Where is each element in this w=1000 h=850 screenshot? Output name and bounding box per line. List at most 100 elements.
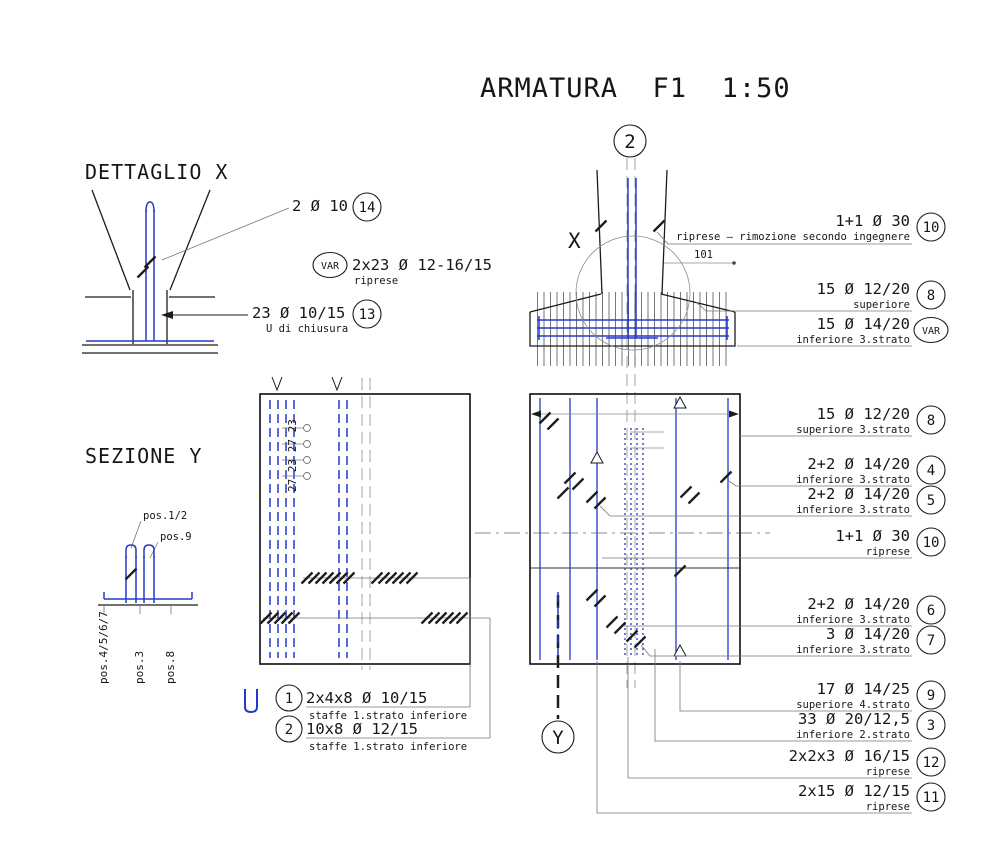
position-bubble	[916, 455, 946, 485]
position-bubble-number: 6	[927, 603, 935, 619]
level-triangle-marker	[590, 450, 604, 464]
plan-view-left: 27 23 27 23	[259, 376, 491, 738]
position-bubble	[916, 405, 946, 435]
position-bubble-number: 10	[923, 535, 940, 551]
callout-value: 2+2 Ø 14/20	[807, 595, 910, 613]
callout-value: 2 Ø 10	[292, 197, 348, 215]
pos-4567-label: pos.4/5/6/7	[97, 611, 110, 684]
position-bubble	[916, 485, 946, 515]
section-2-label: 2	[624, 131, 635, 153]
position-bubble	[352, 299, 382, 329]
callout-subtitle: staffe 1.strato inferiore	[309, 741, 467, 753]
callout-value: 10x8 Ø 12/15	[306, 720, 418, 738]
center-axis-lines	[475, 158, 770, 688]
callout-subtitle: inferiore 3.strato	[796, 334, 910, 346]
position-bubble	[916, 527, 946, 557]
callout-value: 2x4x8 Ø 10/15	[306, 689, 427, 707]
callout-subtitle: U di chiusura	[266, 323, 348, 335]
callout-right-11: 2x2x3 Ø 16/15 riprese 12	[789, 747, 946, 778]
callout-right-1: 15 Ø 12/20 superiore 8	[817, 280, 946, 311]
callout-right-6: 1+1 Ø 30 riprese 10	[835, 527, 946, 558]
rebar-section-ticks	[594, 219, 666, 233]
position-bubble-var	[913, 316, 949, 344]
detail-x-view	[82, 189, 218, 354]
position-bubble-var	[312, 251, 348, 279]
dim-stack: 27 23 27 23	[282, 419, 311, 492]
callout-subtitle: inferiore 3.strato	[796, 614, 910, 626]
callout-subtitle: staffe 1.strato inferiore	[309, 710, 467, 722]
position-bubble-number: VAR	[321, 261, 340, 272]
callout-subtitle: inferiore 3.strato	[796, 644, 910, 656]
position-bubble-number: 8	[927, 288, 935, 304]
position-bubble-number: 3	[927, 718, 935, 734]
x-detail-marker: X	[568, 229, 581, 253]
elevation-view	[529, 169, 736, 366]
callout-value: 23 Ø 10/15	[252, 304, 345, 322]
position-bubble-number: 2	[285, 722, 293, 738]
callout-bottom-1: 2 10x8 Ø 12/15 staffe 1.strato inferiore	[275, 715, 490, 753]
pos-8-label: pos.8	[164, 651, 177, 684]
pos-1-2-label: pos.1/2	[143, 510, 187, 522]
callout-right-12: 2x15 Ø 12/15 riprese 11	[798, 782, 946, 813]
callout-left-1: VAR 2x23 Ø 12-16/15 riprese	[312, 251, 492, 287]
callout-value: 15 Ø 12/20	[817, 405, 910, 423]
section-cut-y: Y	[541, 595, 575, 754]
section-y-view: pos.1/2 pos.9 pos.4/5/6/7 pos.3 pos.8	[97, 510, 198, 684]
callout-left-0: 2 Ø 10 14	[161, 192, 382, 261]
callout-value: 33 Ø 20/12,5	[798, 710, 910, 728]
right-callout-leaders	[596, 231, 912, 814]
level-triangle-marker	[673, 395, 687, 409]
callout-value: 2x15 Ø 12/15	[798, 782, 910, 800]
callout-subtitle: superiore 4.strato	[796, 699, 910, 711]
callout-right-0: 1+1 Ø 30 riprese – rimozione secondo ing…	[676, 212, 946, 243]
callout-subtitle: inferiore 3.strato	[796, 474, 910, 486]
dim-101: 101	[663, 249, 736, 265]
detail-x-reference-circle	[575, 235, 691, 351]
callout-bottom-0: 1 2x4x8 Ø 10/15 staffe 1.strato inferior…	[275, 684, 470, 722]
position-bubble-number: VAR	[922, 326, 941, 337]
callout-subtitle: riprese	[866, 546, 910, 558]
callout-value: 2+2 Ø 14/20	[807, 455, 910, 473]
callout-left-2: 23 Ø 10/15 U di chiusura 13	[161, 299, 382, 335]
position-bubble	[916, 280, 946, 310]
plan-width-dimension	[531, 410, 739, 418]
callout-value: 3 Ø 14/20	[826, 625, 910, 643]
plan-view-right	[529, 393, 741, 665]
callout-right-2: 15 Ø 14/20 inferiore 3.strato VAR	[796, 315, 949, 346]
pos-9-label: pos.9	[160, 531, 192, 543]
position-bubble	[916, 680, 946, 710]
position-bubble-number: 10	[923, 220, 940, 236]
callout-value: 17 Ø 14/25	[817, 680, 910, 698]
callout-value: 2x2x3 Ø 16/15	[789, 747, 910, 765]
position-bubble-number: 14	[359, 200, 376, 216]
callout-right-3: 15 Ø 12/20 superiore 3.strato 8	[796, 405, 946, 436]
position-bubble	[916, 782, 946, 812]
callout-right-8: 3 Ø 14/20 inferiore 3.strato 7	[796, 625, 946, 656]
callout-subtitle: riprese	[866, 801, 910, 813]
callout-subtitle: riprese	[354, 275, 398, 287]
callout-value: 15 Ø 12/20	[817, 280, 910, 298]
position-bubble-number: 7	[927, 633, 935, 649]
callout-value: 1+1 Ø 30	[835, 527, 910, 545]
callout-subtitle: superiore 3.strato	[796, 424, 910, 436]
callout-right-4: 2+2 Ø 14/20 inferiore 3.strato 4	[796, 455, 946, 486]
callout-value: 1+1 Ø 30	[835, 212, 910, 230]
position-bubble-number: 5	[927, 493, 935, 509]
callout-subtitle: superiore	[853, 299, 910, 311]
callout-right-7: 2+2 Ø 14/20 inferiore 3.strato 6	[796, 595, 946, 626]
position-bubble	[275, 684, 303, 712]
position-bubble-number: 8	[927, 413, 935, 429]
section-y-label: Y	[552, 727, 564, 749]
callout-subtitle: riprese – rimozione secondo ingegnere	[676, 231, 910, 243]
position-bubble-number: 4	[927, 463, 935, 479]
callout-right-10: 33 Ø 20/12,5 inferiore 2.strato 3	[796, 710, 946, 741]
dim-101-value: 101	[694, 249, 713, 261]
position-bubble-number: 11	[923, 790, 940, 806]
position-bubble	[352, 192, 382, 222]
callout-subtitle: inferiore 2.strato	[796, 729, 910, 741]
section-marker-2: 2	[613, 124, 647, 158]
detail-x-heading: DETTAGLIO X	[85, 160, 228, 184]
callout-value: 15 Ø 14/20	[817, 315, 910, 333]
position-bubble	[275, 715, 303, 743]
